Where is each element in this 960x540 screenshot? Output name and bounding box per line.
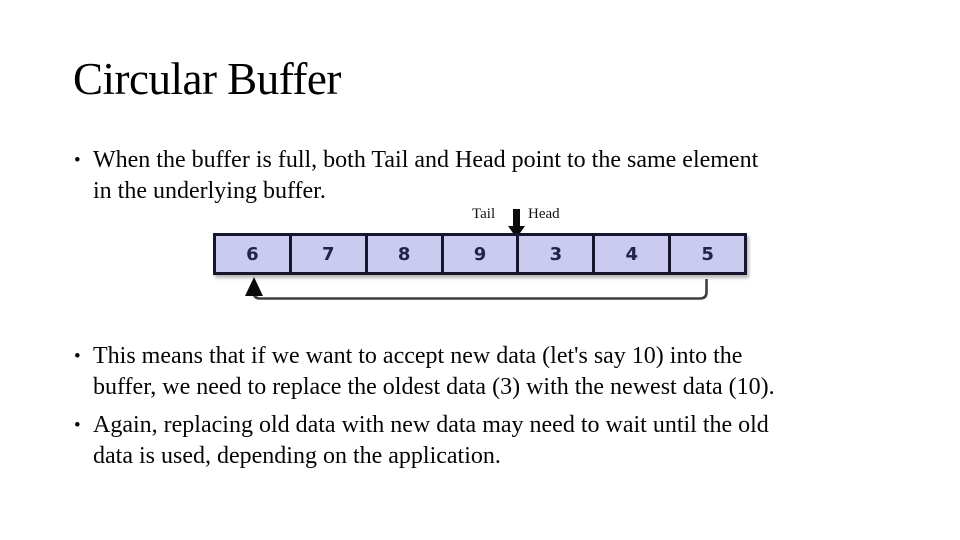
pointer-arrow-icon (508, 209, 525, 238)
buffer-cell: 9 (443, 236, 520, 272)
bullet-line: data is used, depending on the applicati… (93, 443, 501, 469)
bullet-text: When the buffer is full, both Tail and H… (93, 145, 758, 207)
tail-label: Tail (472, 206, 496, 222)
bullet-marker: • (74, 150, 81, 171)
page-title: Circular Buffer (73, 54, 341, 104)
buffer-cells: 6 7 8 9 3 4 5 (213, 233, 747, 275)
bullet-text: Again, replacing old data with new data … (93, 410, 769, 472)
bullet-line: in the underlying buffer. (93, 178, 326, 204)
buffer-cell-value: 4 (625, 243, 638, 265)
bullet-item: • When the buffer is full, both Tail and… (74, 145, 904, 207)
buffer-cell-value: 8 (397, 243, 411, 265)
bullet-text: This means that if we want to accept new… (93, 341, 775, 403)
buffer-cell: 3 (519, 236, 596, 272)
wrap-around-arrow-icon (245, 277, 708, 300)
bullet-line: When the buffer is full, both Tail and H… (93, 147, 759, 173)
head-label: Head (528, 206, 560, 222)
bullet-line: Again, replacing old data with new data … (93, 412, 769, 438)
buffer-cell: 8 (367, 236, 444, 272)
bullet-line: buffer, we need to replace the oldest da… (93, 374, 775, 400)
buffer-cell-value: 6 (246, 243, 259, 265)
buffer-cell-value: 7 (322, 243, 335, 265)
bullet-item: • Again, replacing old data with new dat… (74, 410, 904, 472)
buffer-cell: 7 (291, 236, 368, 272)
buffer-cell-value: 3 (549, 243, 563, 265)
buffer-cell: 5 (671, 236, 745, 272)
buffer-cell-value: 5 (701, 243, 714, 265)
bullet-line: This means that if we want to accept new… (93, 343, 743, 369)
bullet-item: • This means that if we want to accept n… (74, 341, 904, 403)
buffer-cell: 6 (216, 236, 292, 272)
bullet-marker: • (74, 415, 81, 436)
buffer-cell-value: 9 (473, 243, 487, 265)
buffer-cell: 4 (595, 236, 672, 272)
bullet-marker: • (74, 346, 81, 367)
